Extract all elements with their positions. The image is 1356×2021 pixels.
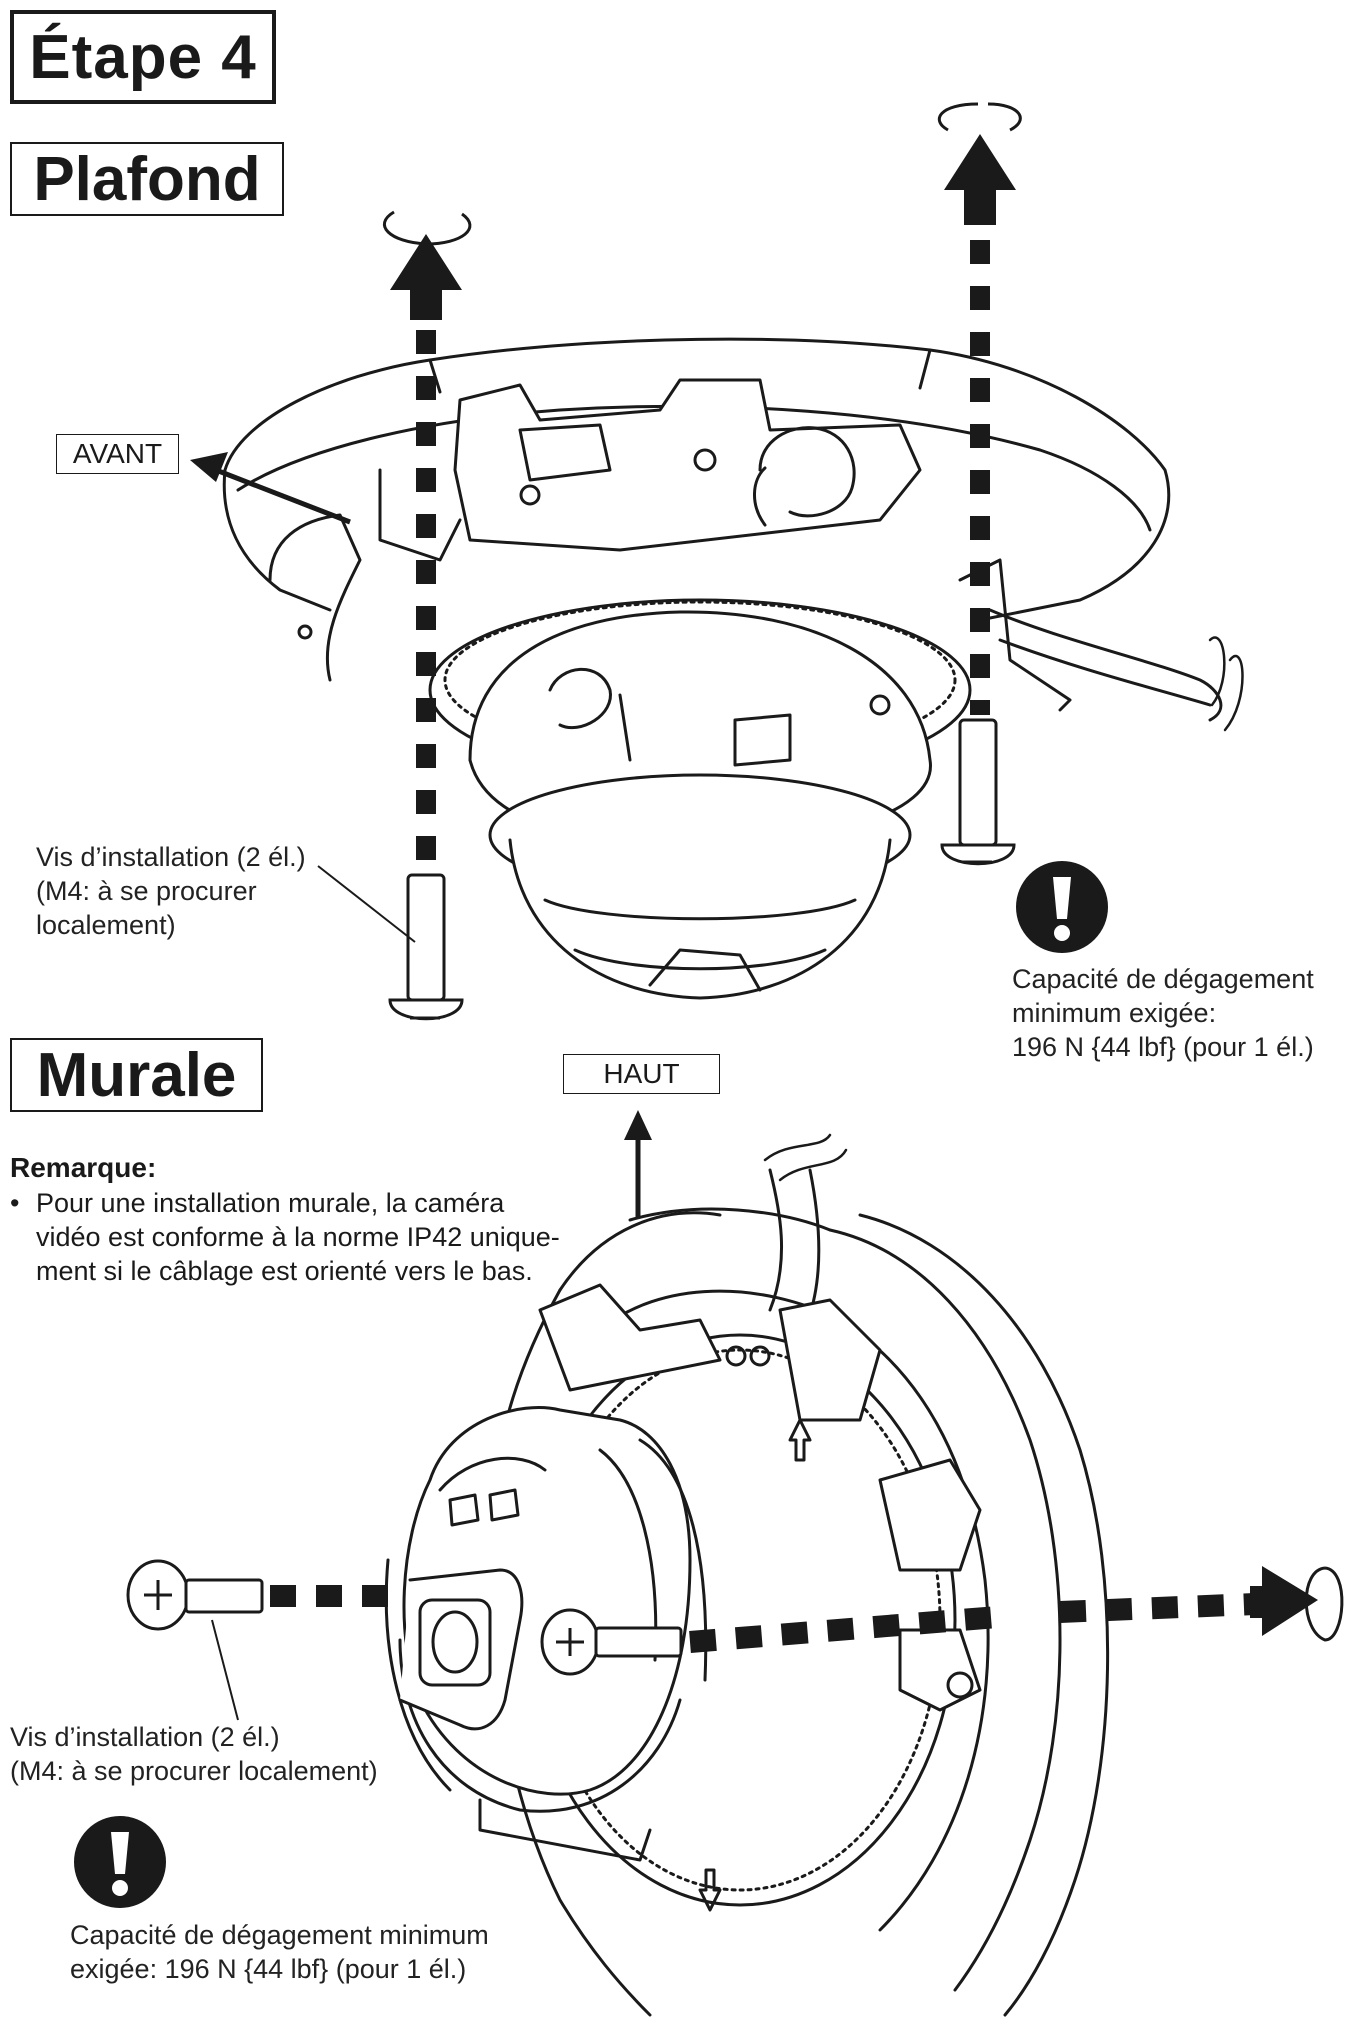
wall-screw-note-line: Vis d’installation (2 él.): [10, 1722, 280, 1752]
ceiling-screw-paths: [416, 240, 990, 870]
front-label: AVANT: [56, 434, 179, 474]
remark-body: • Pour une installation murale, la camér…: [10, 1186, 560, 1288]
section-title-wall: Murale: [10, 1038, 263, 1112]
ceiling-screw-note: Vis d’installation (2 él.) (M4: à se pro…: [36, 840, 306, 942]
section-title-ceiling: Plafond: [10, 142, 284, 216]
remark-line: ment si le câblage est orienté vers le b…: [36, 1256, 533, 1286]
ceiling-warning-line: 196 N {44 lbf} (pour 1 él.): [1012, 1032, 1314, 1062]
ceiling-up-arrows: [390, 134, 1016, 320]
remark-line: Pour une installation murale, la caméra: [36, 1188, 505, 1218]
ceiling-screw-leader: [317, 865, 416, 943]
wall-warning-icon: [74, 1816, 166, 1908]
ceiling-screw-note-line: (M4: à se procurer: [36, 876, 257, 906]
ceiling-camera-drawing: [222, 337, 1244, 1000]
remark-bullet: •: [10, 1188, 20, 1218]
ceiling-rotation-marks: [382, 102, 1022, 246]
wall-screw-left: [126, 1559, 264, 1631]
wall-screw-note-line: (M4: à se procurer localement): [10, 1756, 378, 1786]
front-direction-arrow: [190, 452, 351, 525]
remark-title: Remarque:: [10, 1152, 157, 1183]
ceiling-screw-right: [940, 718, 1016, 866]
wall-rotation-mark: [1304, 1566, 1344, 1642]
ceiling-screw-note-line: localement): [36, 910, 176, 940]
step-title: Étape 4: [10, 10, 276, 104]
wall-push-arrow: [1250, 1566, 1318, 1636]
ceiling-warning-icon: [1016, 861, 1108, 953]
ceiling-warning-line: Capacité de dégagement: [1012, 964, 1314, 994]
remark-line: vidéo est conforme à la norme IP42 uniqu…: [36, 1222, 560, 1252]
wall-screw-right: [540, 1608, 683, 1676]
wall-warning-text: Capacité de dégagement minimum exigée: 1…: [70, 1918, 489, 1986]
wall-screw-note: Vis d’installation (2 él.) (M4: à se pro…: [10, 1720, 378, 1788]
ceiling-warning-text: Capacité de dégagement minimum exigée: 1…: [1012, 962, 1314, 1064]
wall-camera-drawing: [384, 1133, 1110, 2017]
wall-screw-paths: [270, 1585, 1256, 1653]
wall-warning-line: exigée: 196 N {44 lbf} (pour 1 él.): [70, 1954, 467, 1984]
top-direction-arrow: [624, 1110, 652, 1218]
ceiling-screw-left: [388, 873, 464, 1021]
top-label: HAUT: [563, 1054, 720, 1094]
ceiling-screw-note-line: Vis d’installation (2 él.): [36, 842, 306, 872]
ceiling-warning-line: minimum exigée:: [1012, 998, 1217, 1028]
wall-warning-line: Capacité de dégagement minimum: [70, 1920, 489, 1950]
wall-screw-leader: [211, 1619, 239, 1721]
